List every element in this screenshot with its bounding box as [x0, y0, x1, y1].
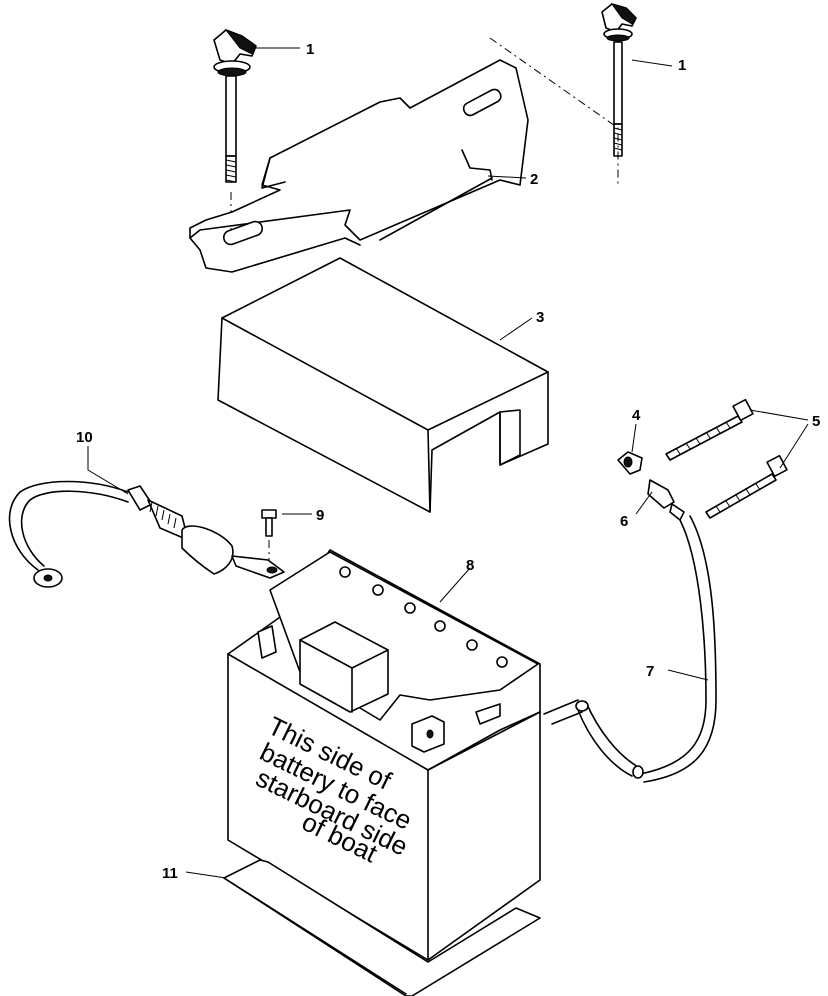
battery-cover	[217, 257, 549, 513]
callout-9: 9	[316, 507, 324, 524]
battery-cable	[8, 480, 285, 588]
callout-10: 10	[76, 429, 93, 446]
cable-tie-upper	[665, 398, 754, 461]
callout-8: 8	[466, 557, 474, 574]
wing-bolt-right	[489, 3, 637, 185]
callout-1-right: 1	[678, 57, 686, 74]
callout-11: 11	[162, 865, 178, 882]
terminal-screw	[261, 509, 277, 560]
callout-7: 7	[646, 663, 654, 680]
callout-5: 5	[812, 413, 820, 430]
callout-2: 2	[530, 171, 538, 188]
leader-lines	[87, 47, 809, 879]
callout-1-left: 1	[306, 41, 314, 58]
callout-labels: 1 1 2 3 4 5 6 7 8 9 10 11	[76, 41, 820, 882]
callout-6: 6	[620, 513, 628, 530]
vent-connector	[647, 479, 685, 521]
cable-tie-lower	[705, 454, 788, 519]
wing-bolt-left	[213, 28, 257, 238]
callout-4: 4	[632, 407, 641, 424]
battery: This side of battery to face starboard s…	[227, 549, 541, 961]
hold-down-bracket	[189, 59, 529, 273]
vent-tube	[543, 515, 717, 783]
battery-pad	[223, 859, 541, 996]
callout-3: 3	[536, 309, 544, 326]
vent-elbow	[617, 451, 643, 475]
